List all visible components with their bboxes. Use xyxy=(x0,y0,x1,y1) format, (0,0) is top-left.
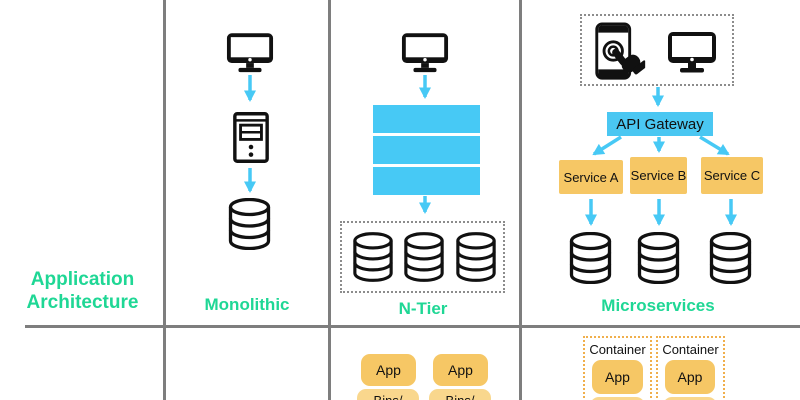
column-label-monolithic: Monolithic xyxy=(204,295,290,314)
grid-vline-2 xyxy=(328,0,331,400)
desktop-monitor-icon xyxy=(226,32,274,73)
database-icon xyxy=(227,198,272,250)
service-a-box: Service A xyxy=(559,160,623,194)
app-box: App xyxy=(433,354,488,386)
service-c-box: Service C xyxy=(701,157,763,194)
column-label-microservices: Microservices xyxy=(601,296,715,315)
service-b-box: Service B xyxy=(630,157,687,194)
database-icon xyxy=(403,231,445,283)
clients-dotted-box xyxy=(580,14,734,86)
grid-vline-1 xyxy=(163,0,166,400)
database-icon xyxy=(708,232,753,284)
api-gateway-label: API Gateway xyxy=(616,115,704,133)
container-label: Container xyxy=(589,342,646,357)
tier-layer-1 xyxy=(373,105,480,133)
app-box-label: App xyxy=(605,369,630,385)
grid-hline xyxy=(25,325,800,328)
tier-layer-3 xyxy=(373,167,480,195)
tier-layer-2 xyxy=(373,136,480,164)
column-label-ntier: N-Tier xyxy=(398,299,448,318)
database-icon xyxy=(352,231,394,283)
service-a-label: Service A xyxy=(563,169,619,185)
bins-box-label: Bins/ xyxy=(446,393,475,400)
arrow-gateway-to-service-c xyxy=(699,135,730,156)
bins-box: Bins/ xyxy=(429,389,491,400)
server-tower-icon xyxy=(232,110,270,165)
bins-box-label: Bins/ xyxy=(374,393,403,400)
database-icon xyxy=(568,232,613,284)
app-box: App xyxy=(592,360,643,394)
container-label: Container xyxy=(662,342,719,357)
grid-vline-3 xyxy=(519,0,522,400)
database-icon xyxy=(636,232,681,284)
desktop-monitor-icon xyxy=(401,32,449,73)
bins-box: Bins/ xyxy=(357,389,419,400)
arrow-gateway-to-service-a xyxy=(592,135,622,156)
app-box: App xyxy=(361,354,416,386)
app-box-label: App xyxy=(677,369,703,385)
bins-box: Bins/ xyxy=(663,397,717,400)
app-box-label: App xyxy=(376,362,401,378)
smartphone-touch-icon xyxy=(594,22,646,82)
desktop-monitor-icon xyxy=(667,31,717,73)
database-cluster-dotted-box xyxy=(340,221,505,293)
app-box: App xyxy=(665,360,715,394)
app-box-label: App xyxy=(448,362,473,378)
service-c-label: Service C xyxy=(703,168,761,183)
row-header-application-architecture: Application Architecture xyxy=(26,269,139,313)
bins-box: Bins/ xyxy=(590,397,645,400)
service-b-label: Service B xyxy=(630,168,687,183)
api-gateway-box: API Gateway xyxy=(607,112,713,136)
database-icon xyxy=(455,231,497,283)
